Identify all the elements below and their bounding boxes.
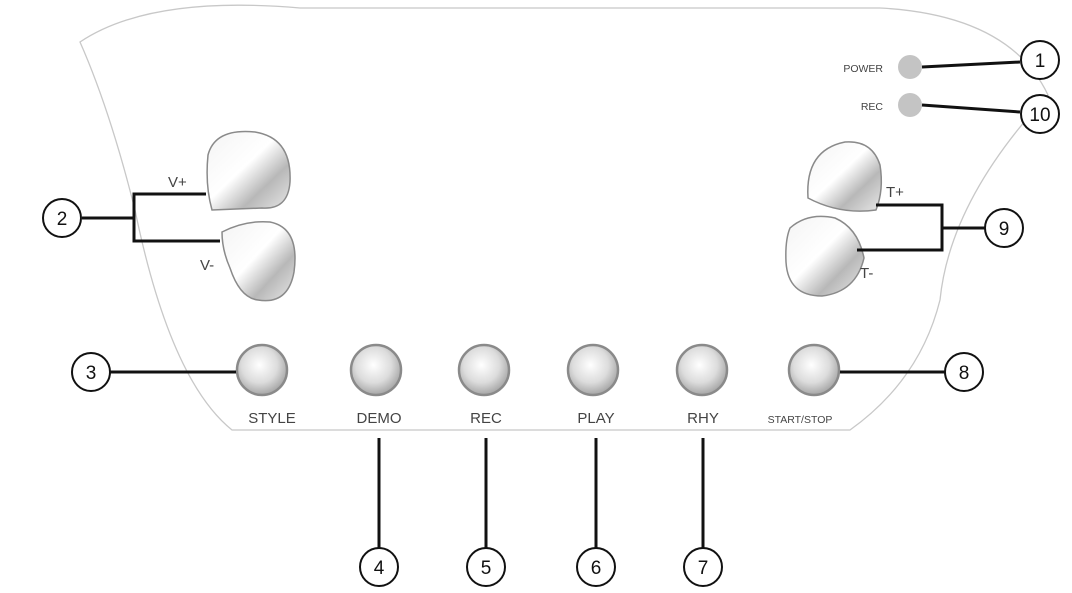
play-button[interactable] bbox=[566, 343, 620, 397]
rec-indicator: REC bbox=[861, 93, 922, 117]
power-label: POWER bbox=[843, 63, 883, 75]
svg-text:10: 10 bbox=[1029, 105, 1050, 126]
svg-text:5: 5 bbox=[481, 558, 492, 579]
callout-4: 4 bbox=[359, 547, 399, 587]
callout-3: 3 bbox=[71, 352, 111, 392]
svg-text:9: 9 bbox=[999, 219, 1010, 240]
volume-down-label: V- bbox=[200, 257, 214, 274]
style-button-label: STYLE bbox=[248, 410, 296, 427]
volume-down-button[interactable] bbox=[221, 220, 296, 302]
callout-7: 7 bbox=[683, 547, 723, 587]
play-button-label: PLAY bbox=[577, 410, 614, 427]
start-stop-button[interactable] bbox=[787, 343, 841, 397]
rhythm-button-label: RHY bbox=[687, 410, 719, 427]
svg-text:3: 3 bbox=[86, 363, 97, 384]
power-led bbox=[898, 55, 922, 79]
volume-up-button[interactable] bbox=[206, 130, 291, 211]
start-stop-button-label: START/STOP bbox=[768, 414, 833, 426]
style-button[interactable] bbox=[235, 343, 289, 397]
callout-5: 5 bbox=[466, 547, 506, 587]
svg-text:4: 4 bbox=[374, 558, 385, 579]
callout-lines bbox=[82, 60, 1021, 548]
callout-10: 10 bbox=[1020, 94, 1060, 134]
tempo-down-label: T- bbox=[860, 265, 873, 282]
rec-button-label: REC bbox=[470, 410, 502, 427]
rec-indicator-label: REC bbox=[861, 101, 884, 113]
svg-text:1: 1 bbox=[1035, 51, 1046, 72]
panel-outline bbox=[79, 4, 1049, 431]
tempo-down-button[interactable] bbox=[785, 215, 865, 297]
callout-9: 9 bbox=[984, 208, 1024, 248]
callout-8: 8 bbox=[944, 352, 984, 392]
svg-text:8: 8 bbox=[959, 363, 970, 384]
demo-button[interactable] bbox=[349, 343, 403, 397]
tempo-up-label: T+ bbox=[886, 184, 904, 201]
svg-text:2: 2 bbox=[57, 209, 68, 230]
rec-button[interactable] bbox=[457, 343, 511, 397]
volume-up-label: V+ bbox=[168, 174, 187, 191]
callout-6: 6 bbox=[576, 547, 616, 587]
svg-text:7: 7 bbox=[698, 558, 709, 579]
rhythm-button[interactable] bbox=[675, 343, 729, 397]
rec-led bbox=[898, 93, 922, 117]
callout-1: 1 bbox=[1020, 40, 1060, 80]
power-indicator: POWER bbox=[843, 55, 922, 79]
demo-button-label: DEMO bbox=[357, 410, 402, 427]
tempo-up-button[interactable] bbox=[807, 141, 883, 212]
callout-2: 2 bbox=[42, 198, 82, 238]
svg-text:6: 6 bbox=[591, 558, 602, 579]
